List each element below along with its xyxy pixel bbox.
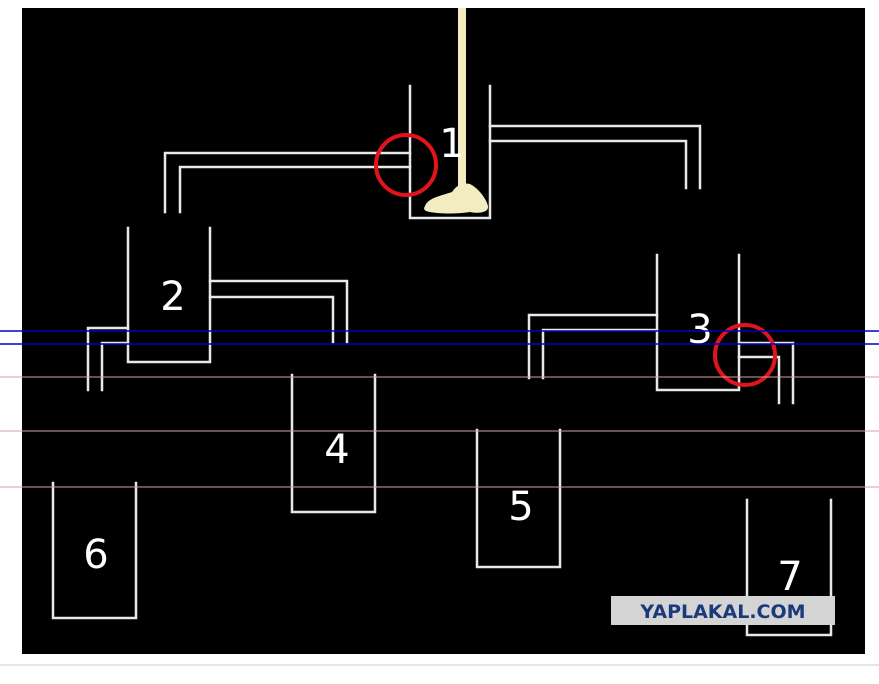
guide-lines [0,330,879,666]
container-7-vessel [745,498,833,637]
pouring-liquid [424,8,489,214]
highlight-circles [374,133,777,387]
watermark: YAPLAKAL.COM [611,596,835,625]
container-4-label: 4 [324,427,349,473]
highlight-circle-3 [713,323,777,387]
pipe-2-to-6-inner [100,341,130,392]
pipe-3-to-5-inner [541,328,659,380]
pipe-2-to-4-outer [208,279,349,344]
pipe-3-to-7-outer [737,341,795,405]
container-6-label: 6 [83,532,108,578]
pipe-1-right-inner [488,139,688,190]
pipe-3-to-7-inner [737,355,781,405]
liquid-puddle [424,183,489,214]
container-6-vessel [51,481,138,620]
container-5-label: 5 [508,484,533,530]
container-3-label: 3 [687,307,712,353]
vessels-and-pipes [51,84,833,637]
highlight-circle-1 [374,133,438,197]
liquid-stream [458,8,466,188]
pipe-2-to-6-outer [86,326,130,392]
container-7-label: 7 [777,554,802,600]
watermark-background [611,596,835,625]
pipe-1-to-2-inner [178,165,412,214]
pipe-1-to-2-outer [163,151,412,214]
container-labels: 1 2 3 4 5 6 7 [83,121,802,600]
watermark-text: YAPLAKAL.COM [639,601,805,623]
container-3-vessel [655,253,741,392]
container-4-vessel [290,373,377,514]
container-2-vessel [126,226,212,364]
pipe-3-to-5-outer [527,313,659,380]
container-5-vessel [475,428,562,569]
container-2-label: 2 [160,274,185,320]
pipe-1-right-outer [488,124,702,190]
pipe-2-to-4-inner [208,295,335,344]
container-1-label: 1 [439,121,464,167]
